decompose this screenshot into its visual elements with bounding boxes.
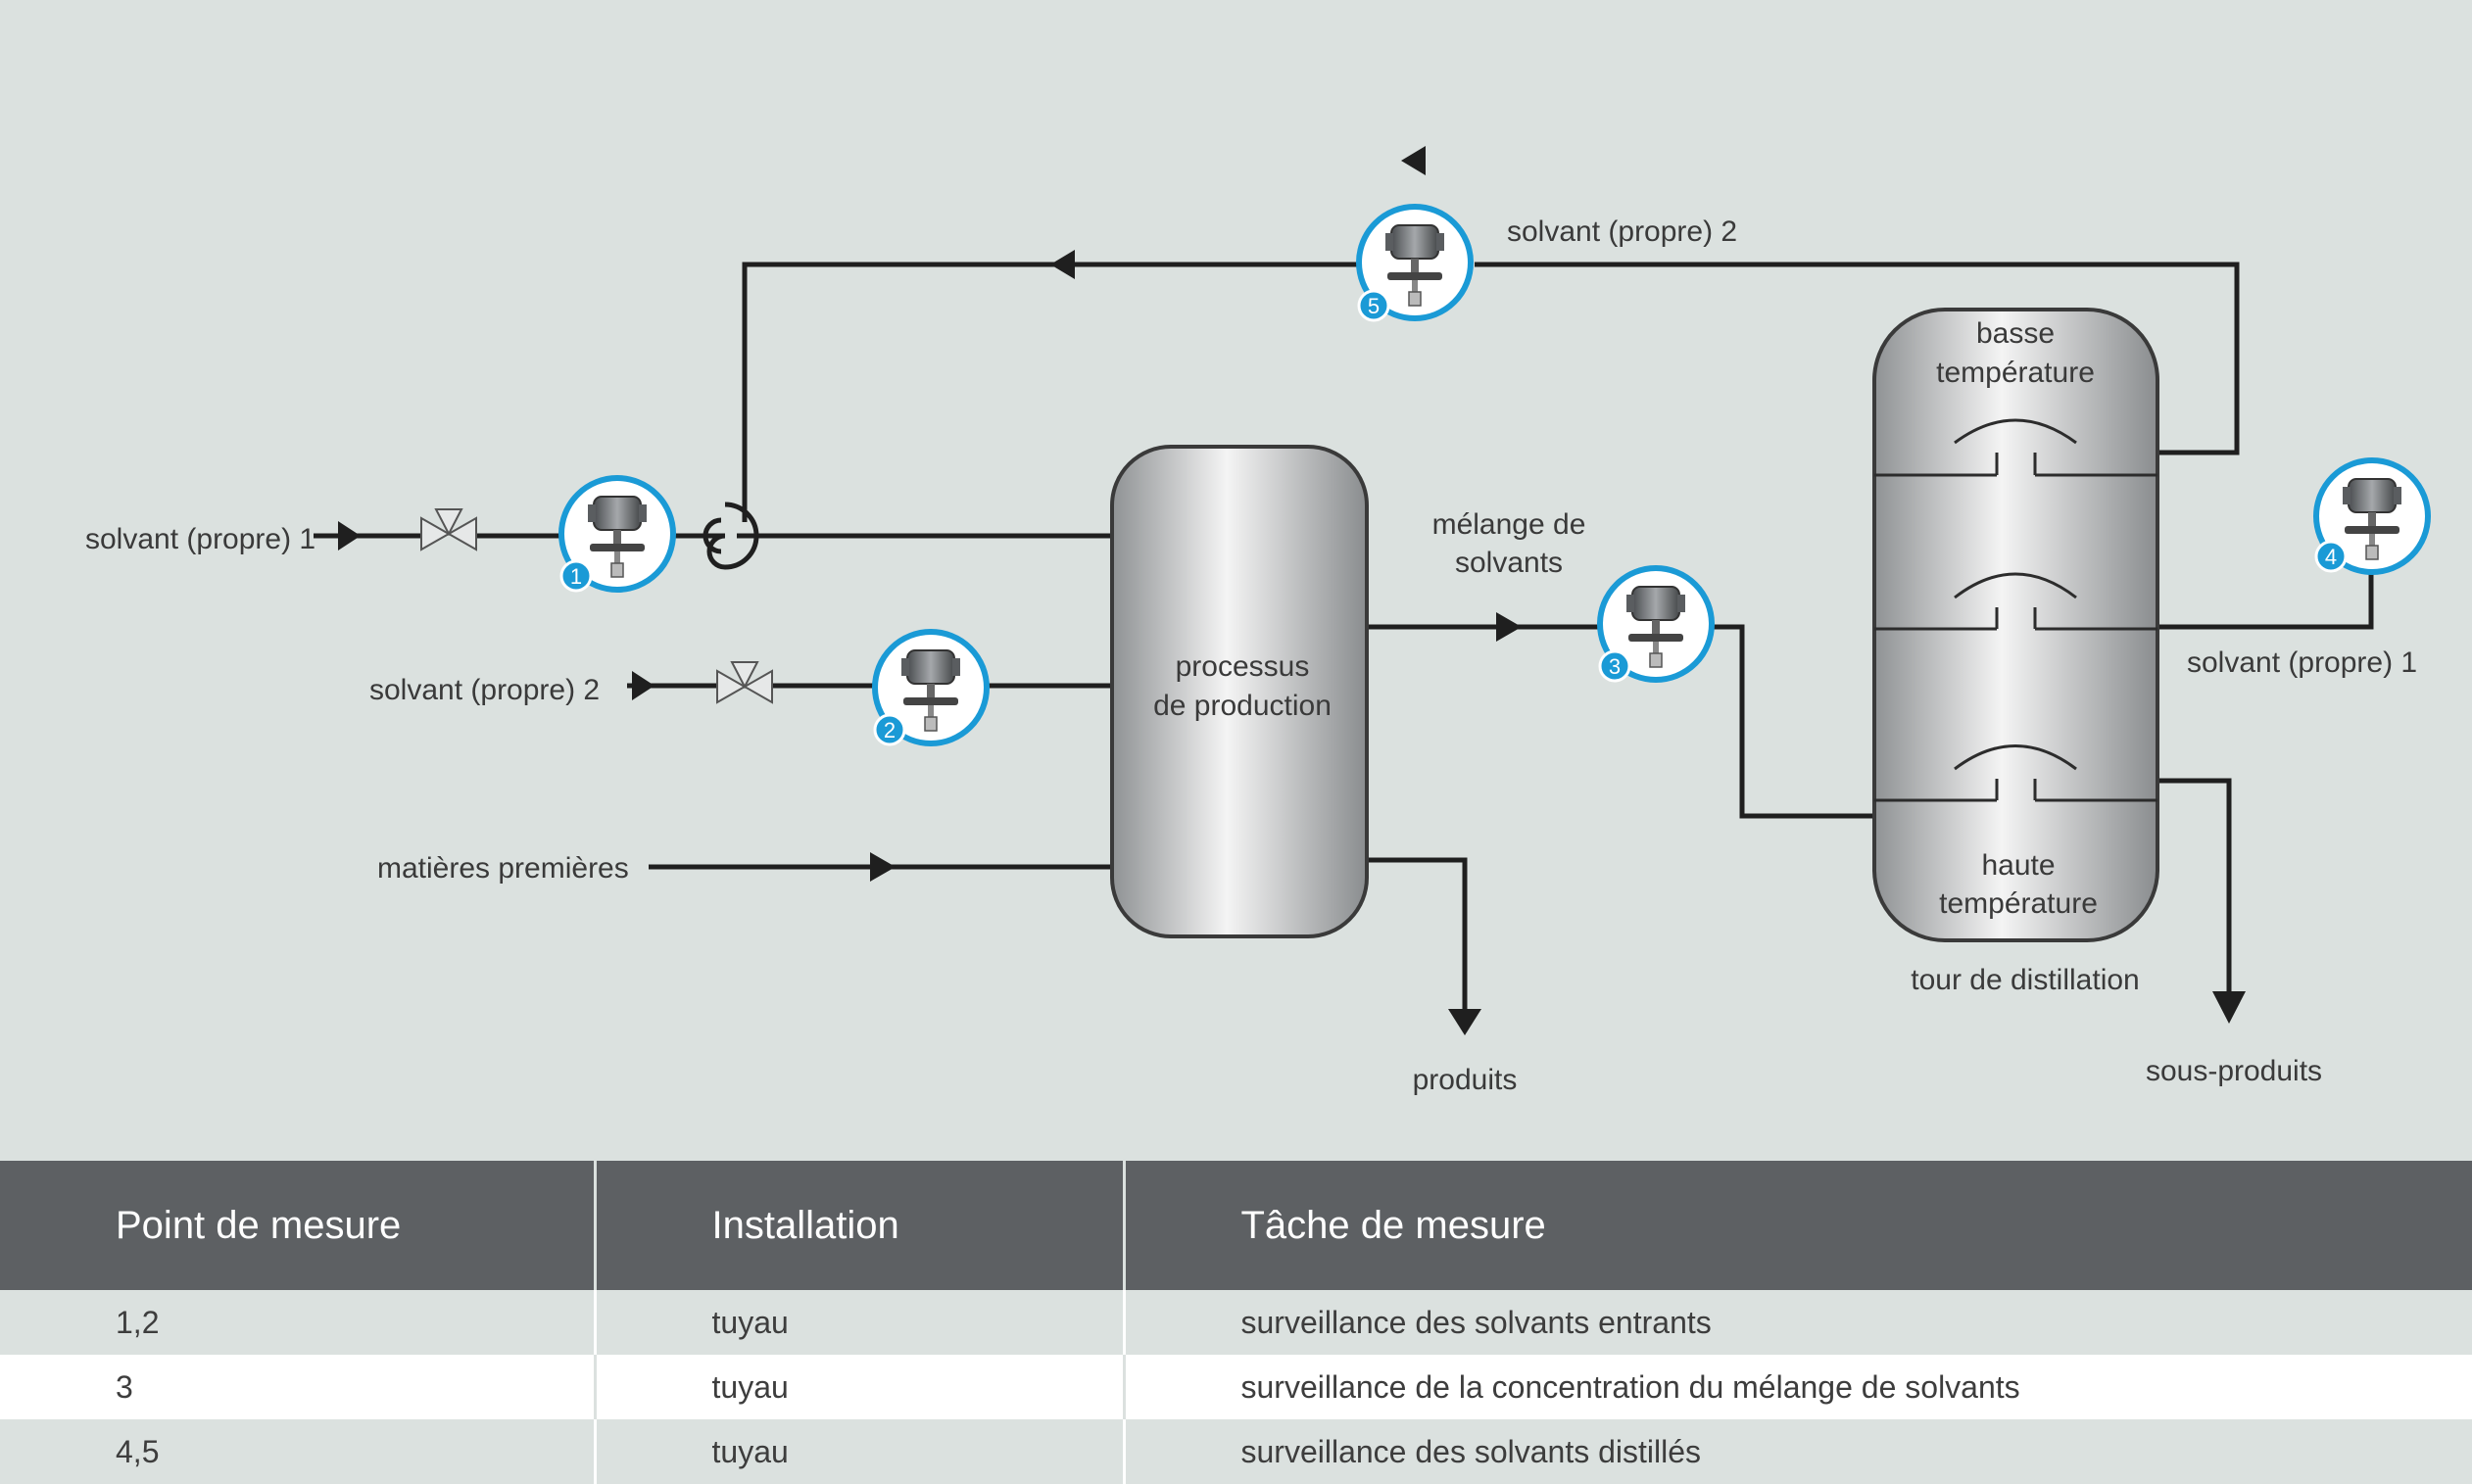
- arrow-solvent-in-2: [632, 671, 654, 700]
- process-flow-diagram: 1 2 3 4 5 solvant (propre) 1 solvant (pr…: [85, 146, 2472, 1096]
- arrow-byproducts: [2212, 991, 2246, 1024]
- pipe-sensor1-process: [673, 502, 759, 570]
- sensor-5: 5: [1357, 207, 1471, 322]
- arrow-solvent-in-1: [338, 521, 361, 551]
- pipe-crossover: [673, 517, 1112, 554]
- label-solvent-return-1: solvant (propre) 1: [2187, 646, 2417, 679]
- label-raw-materials: matières premières: [377, 852, 629, 885]
- pipe-process-products: [1367, 857, 1468, 1019]
- cell-installation: tuyau: [595, 1419, 1126, 1484]
- arrow-products: [1448, 1009, 1481, 1035]
- pipe-return-1: [2157, 571, 2374, 630]
- distillation-tower: [1872, 308, 2159, 942]
- sensor-badge-5: [1357, 289, 1390, 322]
- label-byproducts: sous-produits: [2146, 1055, 2322, 1087]
- label-tower-top-1: basse: [1976, 317, 2055, 350]
- cell-installation: tuyau: [595, 1355, 1126, 1419]
- cell-task: surveillance des solvants distillés: [1124, 1419, 2472, 1484]
- cell-point: 1,2: [0, 1290, 597, 1355]
- diagram-labels: solvant (propre) 1 solvant (propre) 2 ma…: [85, 215, 2417, 1096]
- sensor-3: 3: [1600, 568, 1712, 681]
- cell-point: 3: [0, 1355, 597, 1419]
- label-mixture-2: solvants: [1455, 547, 1563, 579]
- pipes: [314, 262, 2374, 1019]
- process-vessel: [1110, 445, 1369, 938]
- label-tower-name: tour de distillation: [1911, 964, 2139, 996]
- arrowheads: [338, 146, 2246, 1035]
- pipe-return-2: [1475, 262, 2240, 455]
- label-process-2: de production: [1153, 690, 1332, 722]
- table-row: 4,5 tuyau surveillance des solvants dist…: [0, 1419, 2472, 1484]
- table-row: 3 tuyau surveillance de la concentration…: [0, 1355, 2472, 1419]
- header-measuring-point: Point de mesure: [0, 1161, 597, 1290]
- sensor-badge-1: [559, 559, 593, 593]
- arrow-return-1: [1401, 146, 1426, 175]
- header-installation: Installation: [595, 1161, 1126, 1290]
- svg-text:5: 5: [1368, 294, 1380, 318]
- label-tower-top-2: température: [1936, 357, 2095, 389]
- cell-installation: tuyau: [595, 1290, 1126, 1355]
- sensor-badge-4: [2314, 540, 2348, 573]
- pipe-return-2-valve: [742, 262, 1357, 522]
- label-tower-bottom-1: haute: [1981, 849, 2055, 882]
- table-row: 1,2 tuyau surveillance des solvants entr…: [0, 1290, 2472, 1355]
- svg-text:3: 3: [1609, 654, 1621, 679]
- svg-text:1: 1: [570, 564, 582, 589]
- label-solvent-in-1: solvant (propre) 1: [85, 523, 315, 555]
- pipe-byproducts: [2157, 778, 2232, 1009]
- cell-point: 4,5: [0, 1419, 597, 1484]
- label-process-1: processus: [1176, 650, 1310, 683]
- arrow-mixture: [1496, 612, 1522, 642]
- sensor-badge-3: [1598, 649, 1631, 683]
- pipe-mixture-tower: [1711, 624, 1874, 819]
- valve-2: [716, 661, 773, 703]
- table-header-row: Point de mesure Installation Tâche de me…: [0, 1161, 2472, 1290]
- svg-text:2: 2: [884, 718, 896, 742]
- arrow-raw-materials: [870, 852, 896, 882]
- sensor-2: 2: [875, 632, 987, 744]
- label-tower-bottom-2: température: [1939, 887, 2098, 920]
- cell-task: surveillance de la concentration du méla…: [1124, 1355, 2472, 1419]
- sensor-badge-2: [873, 713, 906, 746]
- header-measuring-task: Tâche de mesure: [1124, 1161, 2472, 1290]
- valve-1: [420, 508, 477, 551]
- label-solvent-return-2: solvant (propre) 2: [1507, 215, 1737, 248]
- label-solvent-in-2: solvant (propre) 2: [369, 674, 600, 706]
- measurement-table: Point de mesure Installation Tâche de me…: [0, 1161, 2472, 1484]
- label-mixture-1: mélange de: [1432, 508, 1586, 541]
- cell-task: surveillance des solvants entrants: [1124, 1290, 2472, 1355]
- svg-text:4: 4: [2325, 545, 2337, 569]
- arrow-return-2: [1050, 250, 1075, 279]
- sensor-4: 4: [2316, 460, 2428, 572]
- label-products: produits: [1413, 1064, 1518, 1096]
- sensor-1: 1: [561, 478, 673, 591]
